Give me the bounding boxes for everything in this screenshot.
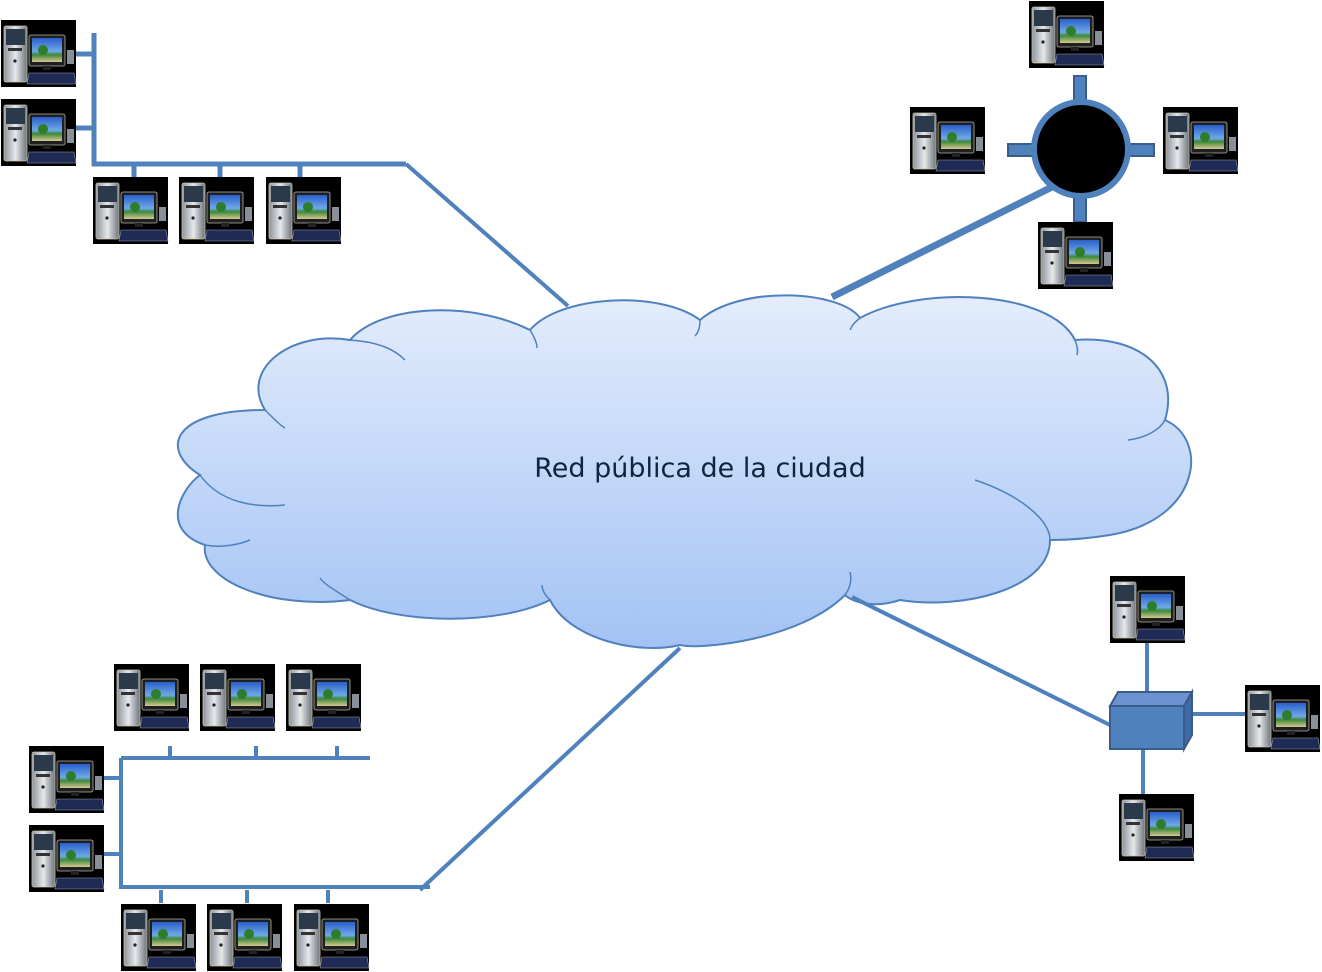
hub-uplink — [830, 183, 1054, 301]
desktop-computer-icon[interactable] — [28, 745, 105, 814]
desktop-computer-icon[interactable] — [0, 19, 77, 88]
hub-spoke-top — [1073, 75, 1087, 103]
desktop-computer-icon[interactable] — [1162, 106, 1239, 175]
desktop-computer-icon[interactable] — [265, 176, 342, 245]
cloud-inner-arcs — [199, 317, 1166, 601]
desktop-computer-icon[interactable] — [120, 903, 197, 972]
desktop-computer-icon[interactable] — [28, 824, 105, 893]
desktop-computer-icon[interactable] — [206, 903, 283, 972]
desktop-computer-icon[interactable] — [178, 176, 255, 245]
desktop-computer-icon[interactable] — [92, 176, 169, 245]
switch-uplink — [851, 595, 1111, 727]
hub-spoke-left — [1007, 143, 1035, 157]
desktop-computer-icon[interactable] — [199, 663, 276, 732]
cloud-shape — [176, 294, 1192, 649]
star-switch-links — [851, 595, 1246, 794]
desktop-computer-icon[interactable] — [293, 903, 370, 972]
switch-box-icon — [1108, 688, 1194, 753]
public-network-cloud: Red pública de la ciudad — [176, 294, 1192, 649]
desktop-computer-icon[interactable] — [1244, 684, 1321, 753]
bus-uplink — [404, 162, 570, 308]
hub-circle-icon — [1031, 99, 1131, 199]
desktop-computer-icon[interactable] — [0, 98, 77, 167]
bus-top-left-links — [76, 33, 570, 308]
cloud-label: Red pública de la ciudad — [534, 453, 866, 484]
hub-spoke-bottom — [1073, 195, 1087, 223]
desktop-computer-icon[interactable] — [909, 106, 986, 175]
bus-ring-links — [103, 646, 682, 903]
desktop-computer-icon[interactable] — [1037, 221, 1114, 290]
desktop-computer-icon[interactable] — [113, 663, 190, 732]
desktop-computer-icon[interactable] — [285, 663, 362, 732]
desktop-computer-icon[interactable] — [1109, 575, 1186, 644]
desktop-computer-icon[interactable] — [1118, 793, 1195, 862]
ring-uplink — [418, 646, 682, 892]
hub-spoke-right — [1127, 143, 1155, 157]
desktop-computer-icon[interactable] — [1028, 0, 1105, 69]
star-hub-links — [830, 75, 1155, 301]
